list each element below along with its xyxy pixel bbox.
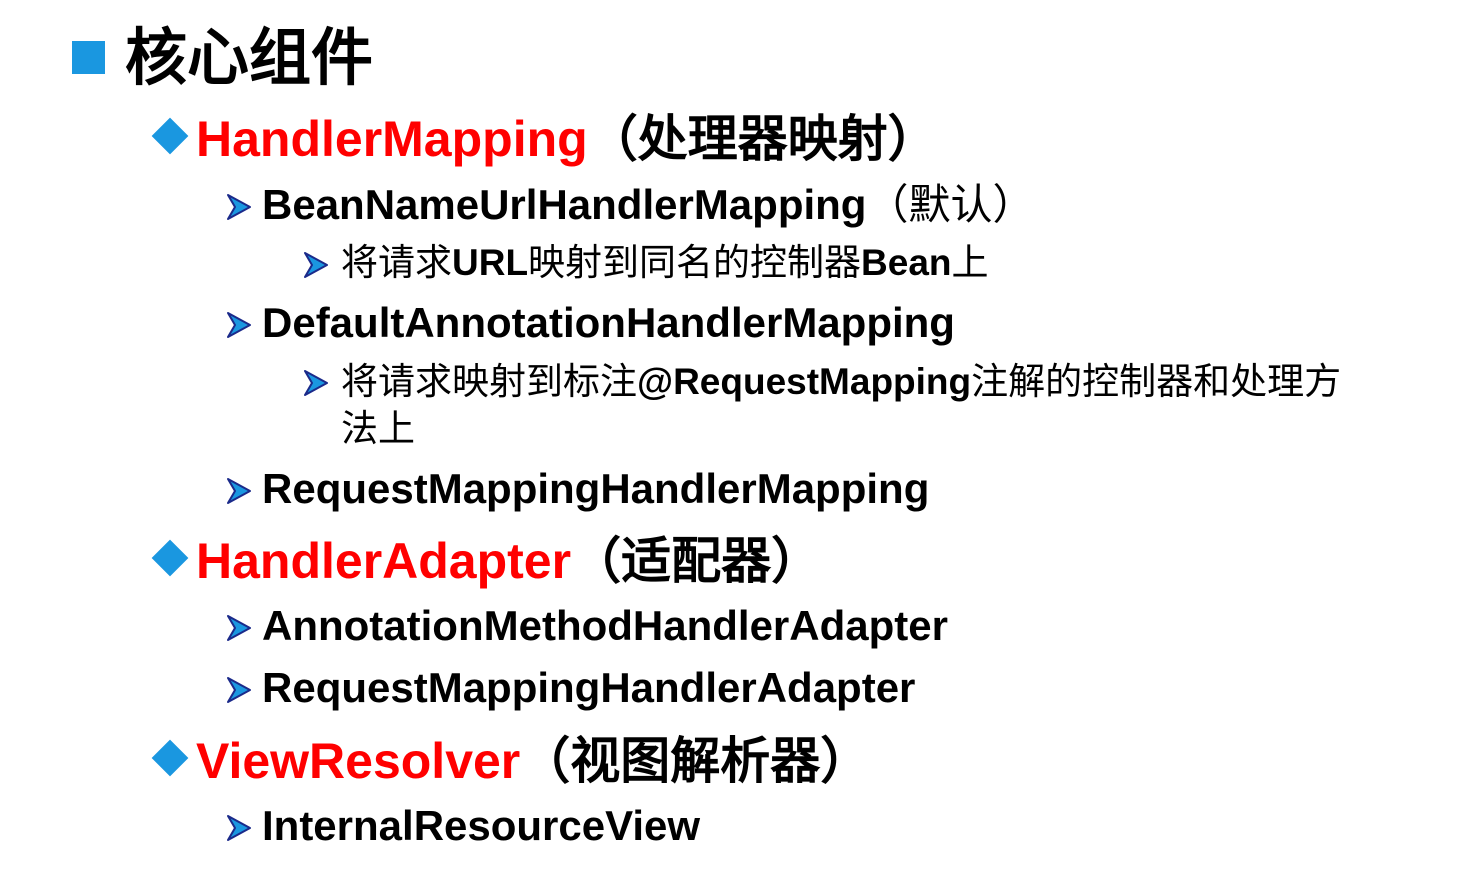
list-item-internalresourceview: InternalResourceView [262, 803, 700, 849]
arrow-bullet-icon [227, 478, 251, 504]
sub-item-description: 将请求URL映射到同名的控制器Bean上 [341, 242, 989, 284]
list-item-requestmappinghandlermapping: RequestMappingHandlerMapping [262, 466, 929, 512]
text-part: 上 [951, 242, 989, 283]
item-label: BeanNameUrlHandlerMapping [262, 181, 867, 228]
section-heading-handlermapping: HandlerMapping（处理器映射） [196, 112, 938, 166]
item-label: AnnotationMethodHandlerAdapter [262, 602, 948, 649]
diamond-bullet-icon [151, 539, 189, 577]
text-part: Bean [861, 242, 952, 283]
text-part: 将请求 [341, 242, 452, 283]
arrow-bullet-icon [227, 194, 251, 220]
square-bullet-icon [72, 41, 105, 74]
arrow-bullet-icon [227, 312, 251, 338]
sub-item-description-continued: 法上 [341, 408, 415, 450]
section-cn: （适配器） [571, 533, 822, 589]
sub-item-description: 将请求映射到标注@RequestMapping注解的控制器和处理方 [341, 361, 1341, 403]
list-item-requestmappinghandleradapter: RequestMappingHandlerAdapter [262, 665, 915, 711]
list-item-defaultannotationhandlermapping: DefaultAnnotationHandlerMapping [262, 300, 955, 346]
section-name: HandlerAdapter [196, 533, 572, 589]
item-label: RequestMappingHandlerAdapter [262, 664, 916, 711]
item-label: InternalResourceView [262, 802, 701, 849]
text-part: 法上 [341, 408, 415, 449]
section-name: ViewResolver [196, 733, 521, 789]
arrow-bullet-icon [227, 615, 251, 641]
page-title: 核心组件 [125, 24, 374, 93]
section-heading-handleradapter: HandlerAdapter（适配器） [196, 534, 821, 588]
arrow-bullet-icon [304, 252, 328, 278]
diamond-bullet-icon [151, 117, 189, 155]
section-cn: （处理器映射） [587, 111, 938, 167]
section-cn: （视图解析器） [520, 733, 871, 789]
text-part: 注解的控制器和处理方 [971, 361, 1342, 402]
text-part: URL [452, 242, 529, 283]
diamond-bullet-icon [151, 739, 189, 777]
text-part: 将请求映射到标注 [341, 361, 637, 402]
section-heading-viewresolver: ViewResolver（视图解析器） [196, 734, 870, 788]
arrow-bullet-icon [227, 815, 251, 841]
list-item-beannameurlhandlermapping: BeanNameUrlHandlerMapping（默认） [262, 182, 1034, 228]
item-note: （默认） [866, 181, 1035, 228]
arrow-bullet-icon [227, 677, 251, 703]
arrow-bullet-icon [304, 370, 328, 396]
text-part: 映射到同名的控制器 [528, 242, 862, 283]
section-name: HandlerMapping [196, 111, 588, 167]
list-item-annotationmethodhandleradapter: AnnotationMethodHandlerAdapter [262, 603, 948, 649]
text-part: @RequestMapping [637, 361, 972, 402]
item-label: DefaultAnnotationHandlerMapping [262, 299, 955, 346]
item-label: RequestMappingHandlerMapping [262, 465, 930, 512]
